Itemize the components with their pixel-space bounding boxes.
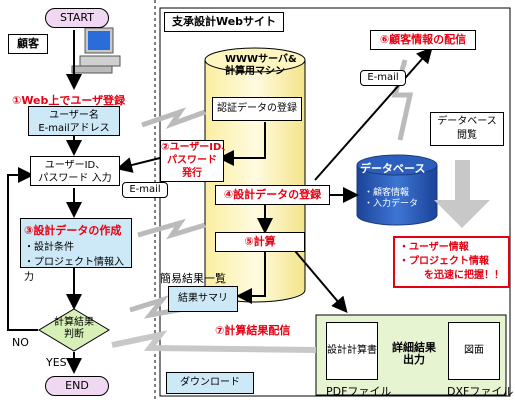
database-label: データベース [360, 162, 426, 175]
dxf-label: DXFファイル [447, 385, 514, 398]
design-item-1: ・設計条件 [24, 242, 74, 253]
callout-line-1: ・ユーザー情報 [399, 242, 469, 253]
db-item-2: ・入力データ [364, 199, 419, 209]
simple-results-label: 簡易結果一覧 [160, 272, 226, 285]
database-cylinder [356, 154, 438, 226]
step3-label: ③設計データの作成 [24, 224, 122, 237]
user-name-box: ユーザー名 E-mailアドレス [28, 106, 120, 136]
step6-box: ⑥顧客情報の配信 [370, 30, 476, 50]
db-item-1: ・顧客情報 [364, 188, 410, 198]
step4-box: ④設計データの登録 [215, 185, 330, 205]
step7-label: ⑦計算結果配信 [215, 324, 291, 337]
decision-diamond: 計算結果 判断 [38, 308, 110, 352]
step5-box: ⑤計算 [215, 232, 305, 252]
database-items: ・顧客情報 ・入力データ [364, 188, 418, 210]
yes-label: YES [46, 356, 67, 369]
design-data-box: ③設計データの作成 ・設計条件 ・プロジェクト情報入力 [20, 218, 132, 283]
email-label-2: E-mail [360, 70, 406, 86]
zigzag-4 [111, 330, 317, 353]
zigzag-2 [137, 218, 206, 240]
detail-output-label: 詳細結果 出力 [392, 341, 436, 366]
callout-box: ・ユーザー情報 ・プロジェクト情報 を迅速に把握！！ [393, 236, 510, 288]
step1-label: ①Web上でユーザ登録 [12, 94, 126, 107]
zigzag-1 [141, 107, 206, 129]
server-label: WWWサーバ& 計算用マシン [225, 54, 297, 77]
auth-data-box: 認証データの登録 [212, 97, 302, 121]
end-terminal: END [45, 376, 109, 396]
callout-line-2: ・プロジェクト情報 [399, 256, 489, 267]
design-item-2: ・プロジェクト情報入力 [24, 257, 124, 283]
site-title: 支承設計Webサイト [164, 12, 284, 32]
result-summary-box: 結果サマリ [168, 286, 238, 312]
gray-down-arrow [434, 160, 490, 228]
callout-line-3: を迅速に把握！！ [424, 270, 504, 281]
no-label: NO [12, 336, 29, 349]
pdf-label: PDFファイル [326, 385, 392, 398]
calc-doc-box: 設計計算書 [326, 322, 378, 380]
userid-box: ユーザーID、 パスワード 入力 [30, 156, 120, 186]
computer-icon [71, 27, 121, 74]
drawing-box: 図面 [448, 322, 500, 380]
email-label-1: E-mail [122, 182, 168, 198]
db-view-box: データベース 閲覧 [430, 112, 504, 146]
step2-box: ②ユーザーID、 パスワード 発行 [160, 140, 231, 182]
decision-text: 計算結果 判断 [54, 317, 94, 340]
customer-label: 顧客 [8, 34, 48, 54]
start-terminal: START [45, 8, 109, 28]
download-box: ダウンロード [166, 372, 254, 394]
